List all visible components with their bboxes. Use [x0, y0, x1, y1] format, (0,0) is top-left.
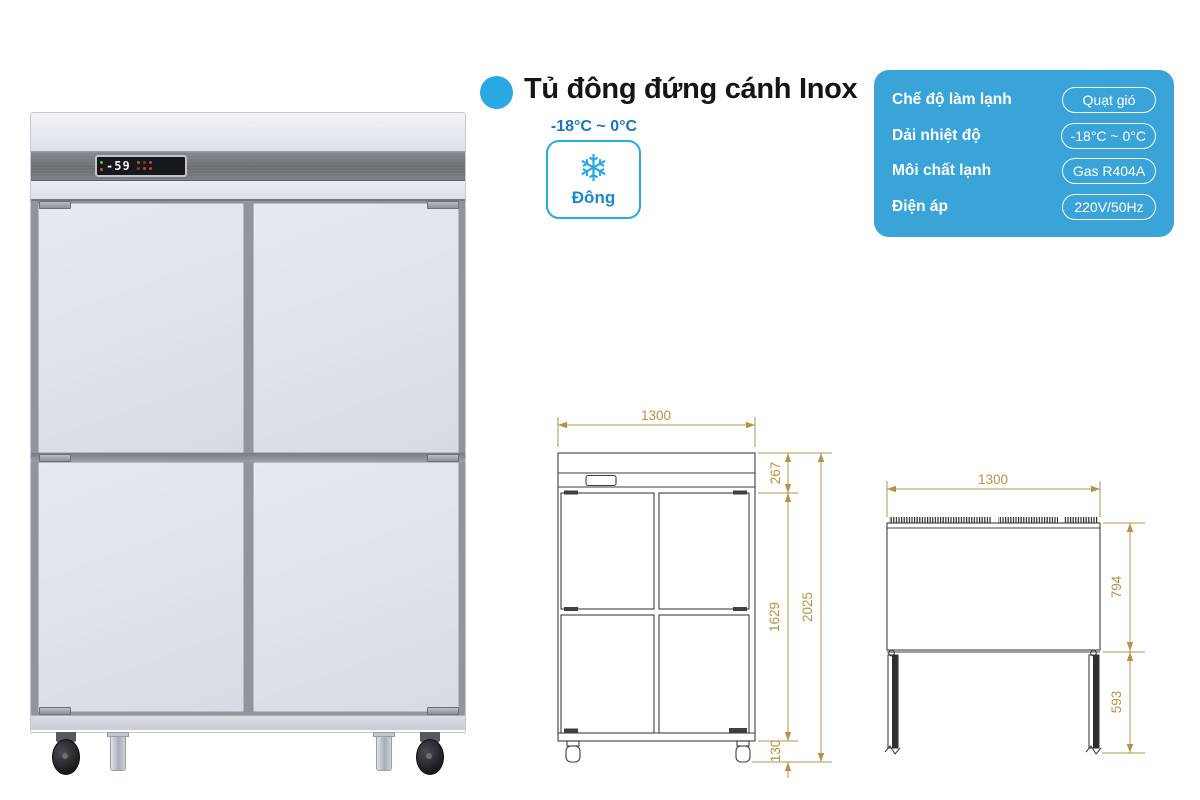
spec-label: Chế độ làm lạnh [892, 91, 1012, 109]
dimension-label: 794 [1109, 575, 1124, 598]
side-view-drawing: 1300 794 593 [884, 472, 1145, 755]
leg-shaft [110, 737, 126, 771]
leveling-leg [106, 732, 130, 771]
title-bullet-icon [480, 76, 513, 109]
door-hinge [39, 454, 71, 462]
display-buttons [136, 161, 153, 171]
spec-value-pill: -18°C ~ 0°C [1060, 122, 1156, 149]
product-photo: -59 [30, 112, 466, 780]
caster-wheel-tire [416, 739, 444, 775]
display-button [136, 161, 140, 164]
dimension-label: 1300 [978, 472, 1008, 487]
freezer-door-lower-left [38, 462, 244, 712]
freezer-door-lower-right [253, 462, 459, 712]
leg-flange [107, 732, 129, 737]
front-view-drawing: 1300 267 1629 130 2025 [557, 408, 832, 778]
caster-wheel-tire [52, 739, 80, 775]
snowflake-icon: ❄ [577, 147, 609, 189]
dimension-label: 593 [1109, 691, 1124, 714]
leg-shaft [376, 737, 392, 771]
freezer-top-panel [31, 113, 465, 151]
display-leds [100, 161, 103, 171]
door-hinge [427, 454, 459, 462]
display-button [136, 167, 140, 170]
spec-value-pill: Gas R404A [1062, 158, 1156, 185]
spec-row: Môi chất lạnh Gas R404A [892, 158, 1156, 185]
leg-flange [373, 732, 395, 737]
temperature-display: -59 [95, 155, 187, 177]
display-button [142, 161, 146, 164]
temp-range-label: -18°C ~ 0°C [550, 118, 638, 135]
spec-row: Dải nhiệt độ -18°C ~ 0°C [892, 122, 1156, 149]
dimension-label: 267 [768, 462, 783, 485]
door-hinge [427, 201, 459, 209]
door-hinge [39, 201, 71, 209]
door-hinge [427, 707, 459, 715]
display-value: -59 [106, 159, 131, 173]
dimension-label: 1300 [641, 408, 671, 423]
spec-label: Dải nhiệt độ [892, 126, 981, 144]
caster-bracket [56, 732, 76, 742]
page-title: Tủ đông đứng cánh Inox [524, 73, 858, 105]
spec-value-pill: Quạt gió [1062, 87, 1156, 114]
door-hinge [39, 707, 71, 715]
spec-label: Môi chất lạnh [892, 162, 992, 180]
freezer-control-band: -59 [31, 151, 465, 181]
freezer-cabinet: -59 [30, 112, 466, 733]
vent-grille [889, 517, 1098, 523]
freezer-door-upper-left [38, 203, 244, 453]
alarm-led [100, 168, 103, 171]
display-button [148, 167, 152, 170]
caster-wheel [414, 732, 446, 775]
spec-value-pill: 220V/50Hz [1062, 193, 1156, 220]
dimension-label: 130 [768, 740, 783, 763]
spec-label: Điện áp [892, 197, 948, 215]
spec-row: Chế độ làm lạnh Quạt gió [892, 87, 1156, 114]
door-gap [31, 453, 465, 462]
display-button [148, 161, 152, 164]
caster-wheel [50, 732, 82, 775]
dimension-label: 2025 [800, 592, 815, 622]
display-button [142, 167, 146, 170]
power-led [100, 161, 103, 164]
freezer-door-upper-right [253, 203, 459, 453]
caster-bracket [420, 732, 440, 742]
freezer-doors [31, 201, 465, 715]
leveling-leg [372, 732, 396, 771]
dimension-label: 1629 [767, 602, 782, 632]
spec-row: Điện áp 220V/50Hz [892, 193, 1156, 220]
freezer-base [31, 715, 465, 730]
spec-panel: Chế độ làm lạnh Quạt gió Dải nhiệt độ -1… [874, 70, 1174, 237]
freezer-header-strip [31, 181, 465, 201]
hinge-marks [564, 490, 747, 733]
freeze-mode-label: Đông [571, 187, 616, 207]
freeze-mode-badge: ❄ Đông [546, 140, 641, 219]
